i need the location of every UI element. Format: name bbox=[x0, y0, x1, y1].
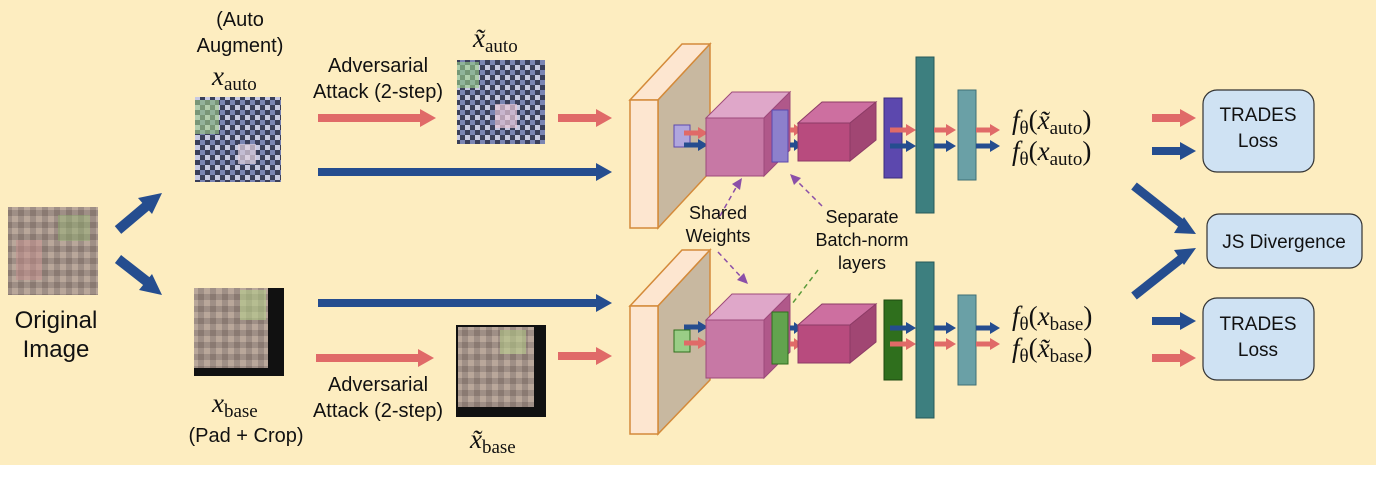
output-layer-bottom bbox=[957, 294, 977, 386]
base-attack-label-line1: Adversarial bbox=[328, 374, 428, 396]
output-f-base-clean: fθ(xbase) bbox=[1012, 301, 1092, 335]
dense-layer-bottom bbox=[915, 261, 935, 419]
dense-layer-top bbox=[915, 56, 935, 214]
dense-block-bottom bbox=[796, 302, 878, 365]
js-divergence-box bbox=[1206, 213, 1363, 269]
trades-loss-bottom-line1: TRADES bbox=[1219, 314, 1296, 335]
trades-loss-box-bottom bbox=[1202, 297, 1315, 381]
to-trades-top-arrows bbox=[1152, 109, 1196, 160]
x-base-symbol: xbase bbox=[211, 388, 258, 422]
separate-bn-label-line2: Batch-norm bbox=[815, 230, 908, 250]
trades-loss-bottom-line2: Loss bbox=[1238, 340, 1278, 361]
to-trades-bottom-arrows bbox=[1152, 312, 1196, 367]
split-arrow-down bbox=[114, 255, 162, 295]
bn-layer-auto bbox=[771, 109, 789, 163]
auto-augment-label-line2: Augment) bbox=[197, 35, 284, 57]
separate-bn-annotation bbox=[790, 174, 823, 305]
js-divergence-label: JS Divergence bbox=[1222, 232, 1346, 253]
x-base-to-net-arrow bbox=[318, 294, 612, 312]
pad-crop-label: (Pad + Crop) bbox=[188, 425, 303, 447]
base-attack-label-line2: Attack (2-step) bbox=[313, 400, 443, 422]
separate-bn-label-line1: Separate bbox=[825, 207, 898, 227]
to-js-arrows bbox=[1131, 182, 1196, 300]
xt-base-to-net-arrow bbox=[558, 347, 612, 365]
original-image-thumbnail bbox=[8, 207, 98, 295]
shared-weights-label-line1: Shared bbox=[689, 203, 747, 223]
shared-weights-label-line2: Weights bbox=[686, 226, 751, 246]
xt-auto-symbol: x̃auto bbox=[472, 23, 518, 57]
auto-augment-label-line1: (Auto bbox=[216, 9, 264, 31]
auto-attack-label-line2: Attack (2-step) bbox=[313, 81, 443, 103]
bn-layer-base bbox=[771, 311, 789, 365]
dense-block-top bbox=[796, 100, 878, 163]
xt-auto-to-net-arrow bbox=[558, 109, 612, 127]
original-image-label-line1: Original bbox=[15, 307, 98, 334]
output-layer-top bbox=[957, 89, 977, 181]
trades-loss-top-line2: Loss bbox=[1238, 131, 1278, 152]
base-attack-arrow bbox=[316, 349, 434, 367]
separate-bn-label-line3: layers bbox=[838, 253, 886, 273]
trades-loss-top-line1: TRADES bbox=[1219, 105, 1296, 126]
auto-attack-label-line1: Adversarial bbox=[328, 55, 428, 77]
output-f-base-adv: fθ(x̃base) bbox=[1012, 333, 1092, 367]
trades-loss-box-top bbox=[1202, 89, 1315, 173]
shared-weights-annotation bbox=[717, 178, 748, 284]
x-auto-to-net-arrow bbox=[318, 163, 612, 181]
x-auto-symbol: xauto bbox=[211, 61, 257, 95]
auto-attack-arrow bbox=[318, 109, 436, 127]
output-f-auto-adv: fθ(x̃auto) bbox=[1012, 105, 1091, 139]
split-arrow-up bbox=[114, 193, 162, 234]
original-image-label-line2: Image bbox=[23, 336, 90, 363]
output-f-auto-clean: fθ(xauto) bbox=[1012, 136, 1091, 170]
xt-base-symbol: x̃base bbox=[469, 424, 516, 458]
